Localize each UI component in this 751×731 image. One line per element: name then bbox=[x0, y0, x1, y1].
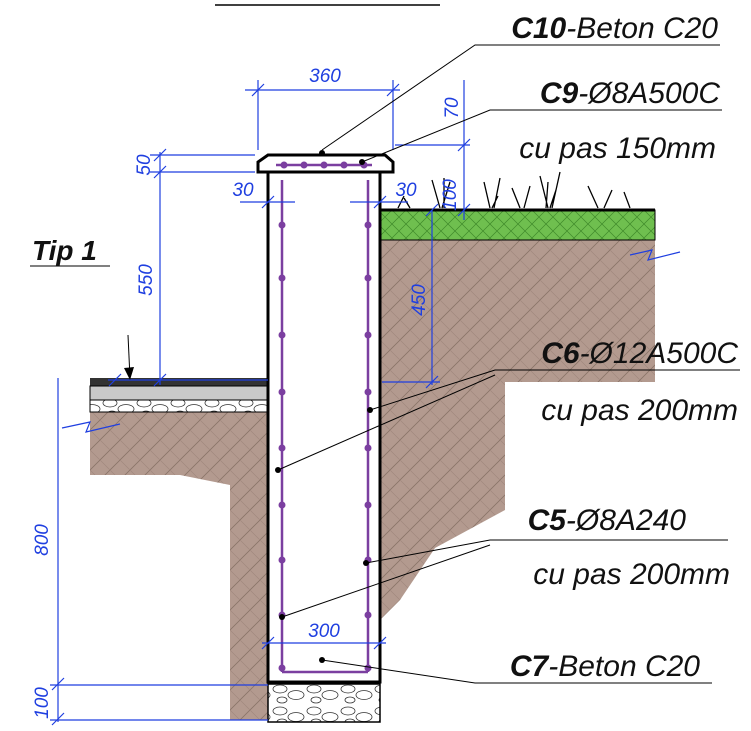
soil-break-left bbox=[61, 421, 121, 433]
pavement-gravel bbox=[89, 399, 269, 413]
dim-cap-width: 360 bbox=[309, 66, 341, 87]
dim-grass-layer: 100 bbox=[440, 179, 461, 211]
label-c9-code: C9 bbox=[540, 77, 579, 110]
label-c5: C5-Ø8A240 bbox=[528, 504, 687, 537]
dim-top-offset: 70 bbox=[442, 97, 463, 119]
leader-lines bbox=[30, 44, 740, 684]
rebar-dots bbox=[278, 161, 372, 672]
label-tip1: Tip 1 bbox=[32, 235, 97, 266]
grass-layer bbox=[379, 209, 656, 241]
label-c5-pitch: cu pas 200mm bbox=[533, 558, 730, 591]
dim-footing-base: 100 bbox=[32, 687, 53, 719]
dim-inset-right: 30 bbox=[395, 180, 417, 201]
label-c5-code: C5 bbox=[528, 504, 568, 537]
label-c6-pitch: cu pas 200mm bbox=[541, 394, 738, 427]
soil-right bbox=[380, 238, 655, 620]
label-c9-text: -Ø8A500C bbox=[578, 77, 720, 110]
soil-break-right bbox=[629, 249, 681, 261]
dim-soil-height: 450 bbox=[409, 284, 430, 316]
leader-dots bbox=[275, 150, 373, 663]
label-c7-code: C7 bbox=[510, 650, 550, 683]
pavement-base bbox=[89, 385, 269, 401]
label-c10-code: C10 bbox=[511, 12, 566, 45]
label-c9: C9-Ø8A500C bbox=[540, 77, 720, 110]
label-c6: C6-Ø12A500C bbox=[541, 337, 738, 370]
dim-wall-upper: 550 bbox=[136, 264, 157, 296]
label-c10-text: -Beton C20 bbox=[566, 12, 718, 45]
rebar-cage bbox=[276, 163, 372, 674]
label-c5-text: -Ø8A240 bbox=[566, 504, 686, 537]
dim-footing-depth: 800 bbox=[32, 524, 53, 556]
footing-gravel bbox=[267, 683, 381, 723]
dim-inset-left: 30 bbox=[232, 180, 254, 201]
pavement-asphalt bbox=[90, 378, 268, 386]
dim-cap-height: 50 bbox=[134, 154, 155, 176]
label-c10: C10-Beton C20 bbox=[511, 12, 718, 45]
tip1-arrow bbox=[124, 367, 134, 380]
label-c6-text: -Ø12A500C bbox=[580, 337, 739, 370]
wall-body bbox=[266, 170, 382, 684]
dimension-lines bbox=[50, 80, 471, 726]
dim-wall-width: 300 bbox=[308, 621, 340, 642]
label-c7: C7-Beton C20 bbox=[510, 650, 700, 683]
label-c7-text: -Beton C20 bbox=[548, 650, 700, 683]
soil-left bbox=[90, 412, 268, 720]
label-c9-pitch: cu pas 150mm bbox=[519, 132, 716, 165]
grass-tufts bbox=[397, 171, 631, 209]
label-c6-code: C6 bbox=[541, 337, 580, 370]
